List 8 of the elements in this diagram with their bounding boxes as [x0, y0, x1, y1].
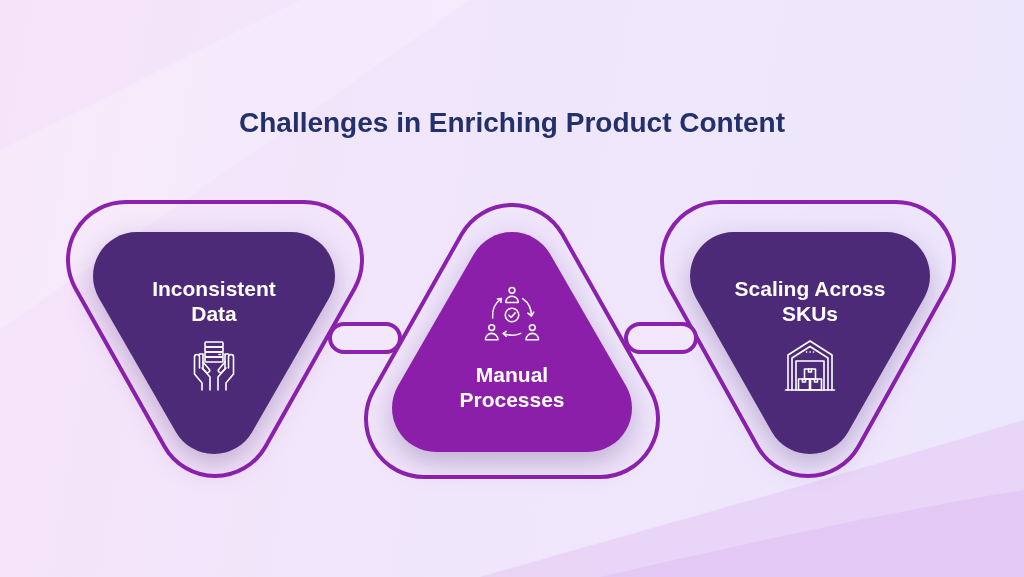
diagram-title: Challenges in Enriching Product Content: [239, 106, 785, 140]
node-label: Manual Processes: [458, 362, 566, 412]
node-label: Inconsistent Data: [151, 276, 277, 326]
triangle-node: [660, 200, 956, 478]
node-label: Scaling Across SKUs: [733, 276, 887, 326]
pill-connector: [624, 322, 698, 354]
pill-connector: [328, 322, 402, 354]
triangle-node: [364, 203, 660, 479]
